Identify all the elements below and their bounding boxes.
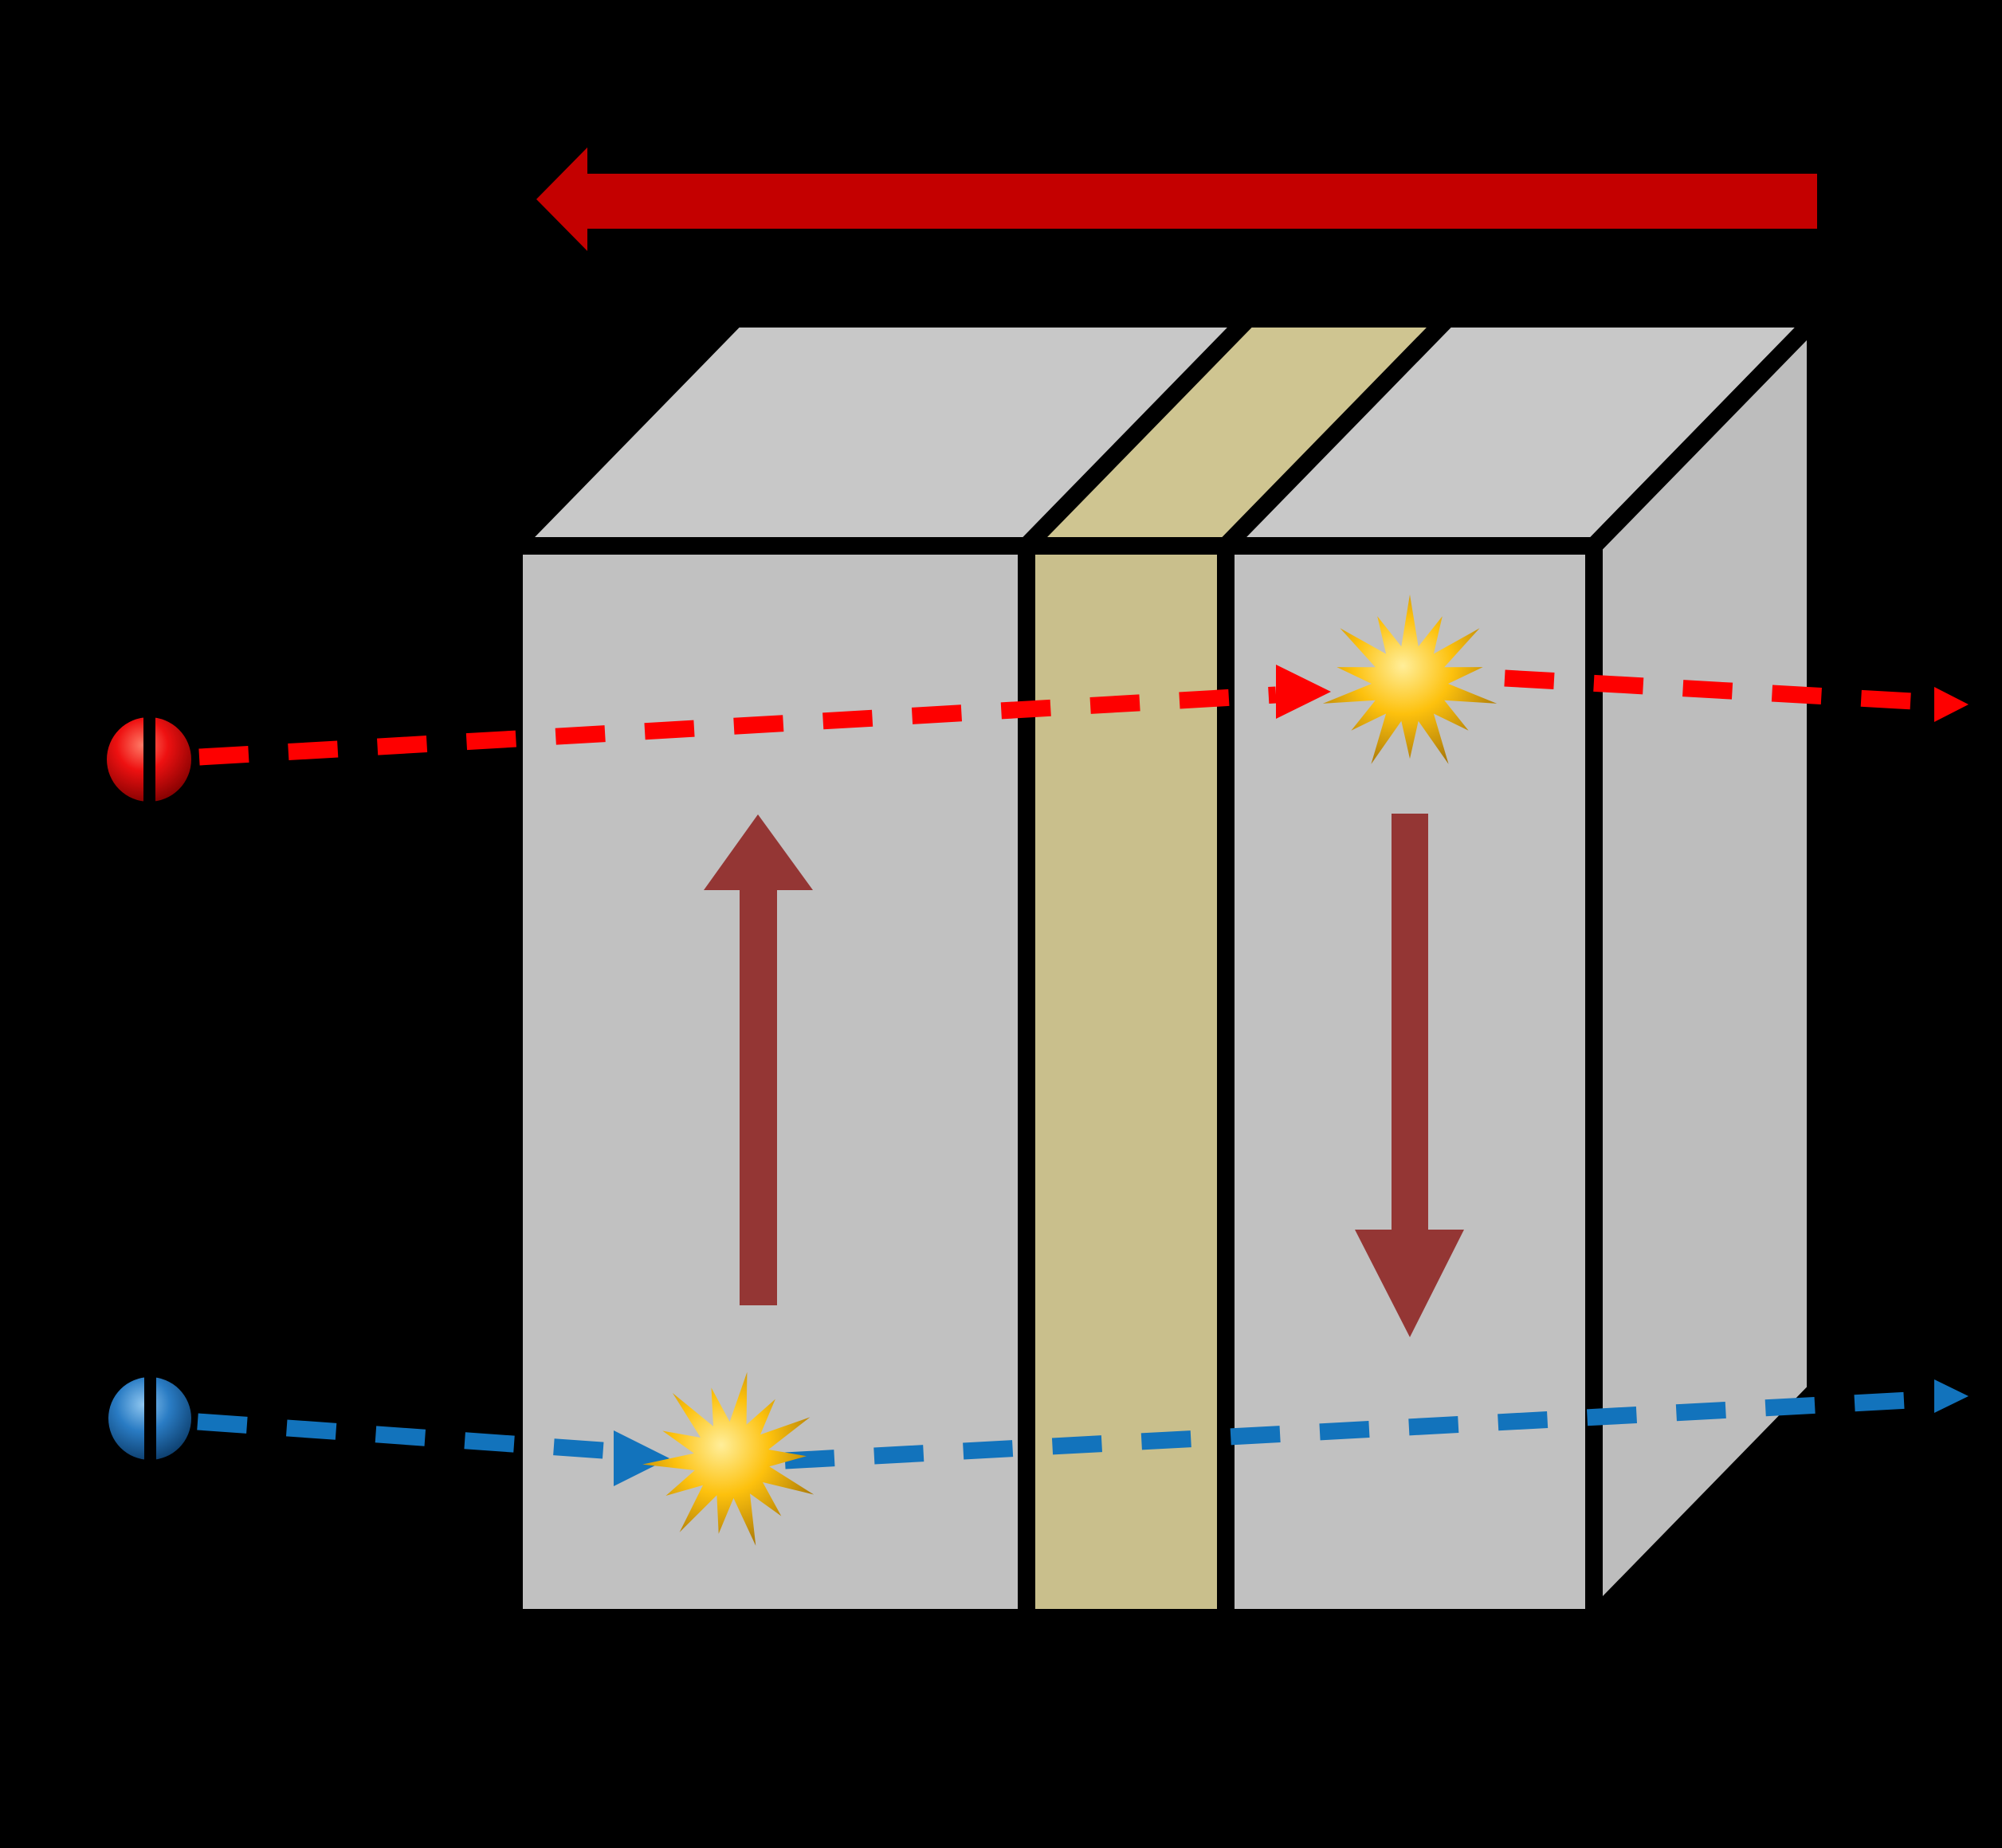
- scattering-event-starburst-bottom: [642, 1371, 815, 1546]
- charge-current-direction-arrow: [536, 147, 1817, 251]
- spin-up-axis-bar-icon: [143, 709, 155, 808]
- spin-down-path-impact-arrowhead: [614, 1430, 669, 1486]
- magnetization-up-arrow: [704, 814, 813, 1305]
- spin-up-path-outgoing: [1504, 669, 1928, 711]
- spin-up-path-incoming: [198, 686, 1277, 766]
- spin-down-electron-sphere: [108, 1372, 191, 1468]
- scattering-event-starburst-top: [1322, 594, 1498, 764]
- spin-down-axis-bar-icon: [144, 1372, 156, 1468]
- spin-down-path-exit-arrowhead: [1934, 1379, 1969, 1413]
- magnetization-down-arrow: [1355, 814, 1464, 1337]
- spin-down-path-incoming: [197, 1413, 614, 1460]
- spin-down-path-outgoing: [784, 1391, 1925, 1469]
- spin-up-path-exit-arrowhead: [1934, 687, 1969, 722]
- spin-up-electron-sphere: [107, 709, 191, 808]
- spin-up-electron-dashed-path: [198, 665, 1969, 766]
- spin-down-electron-dashed-path: [197, 1379, 1969, 1486]
- spin-up-path-impact-arrowhead: [1276, 665, 1331, 719]
- multilayer-stack: [493, 296, 1837, 1640]
